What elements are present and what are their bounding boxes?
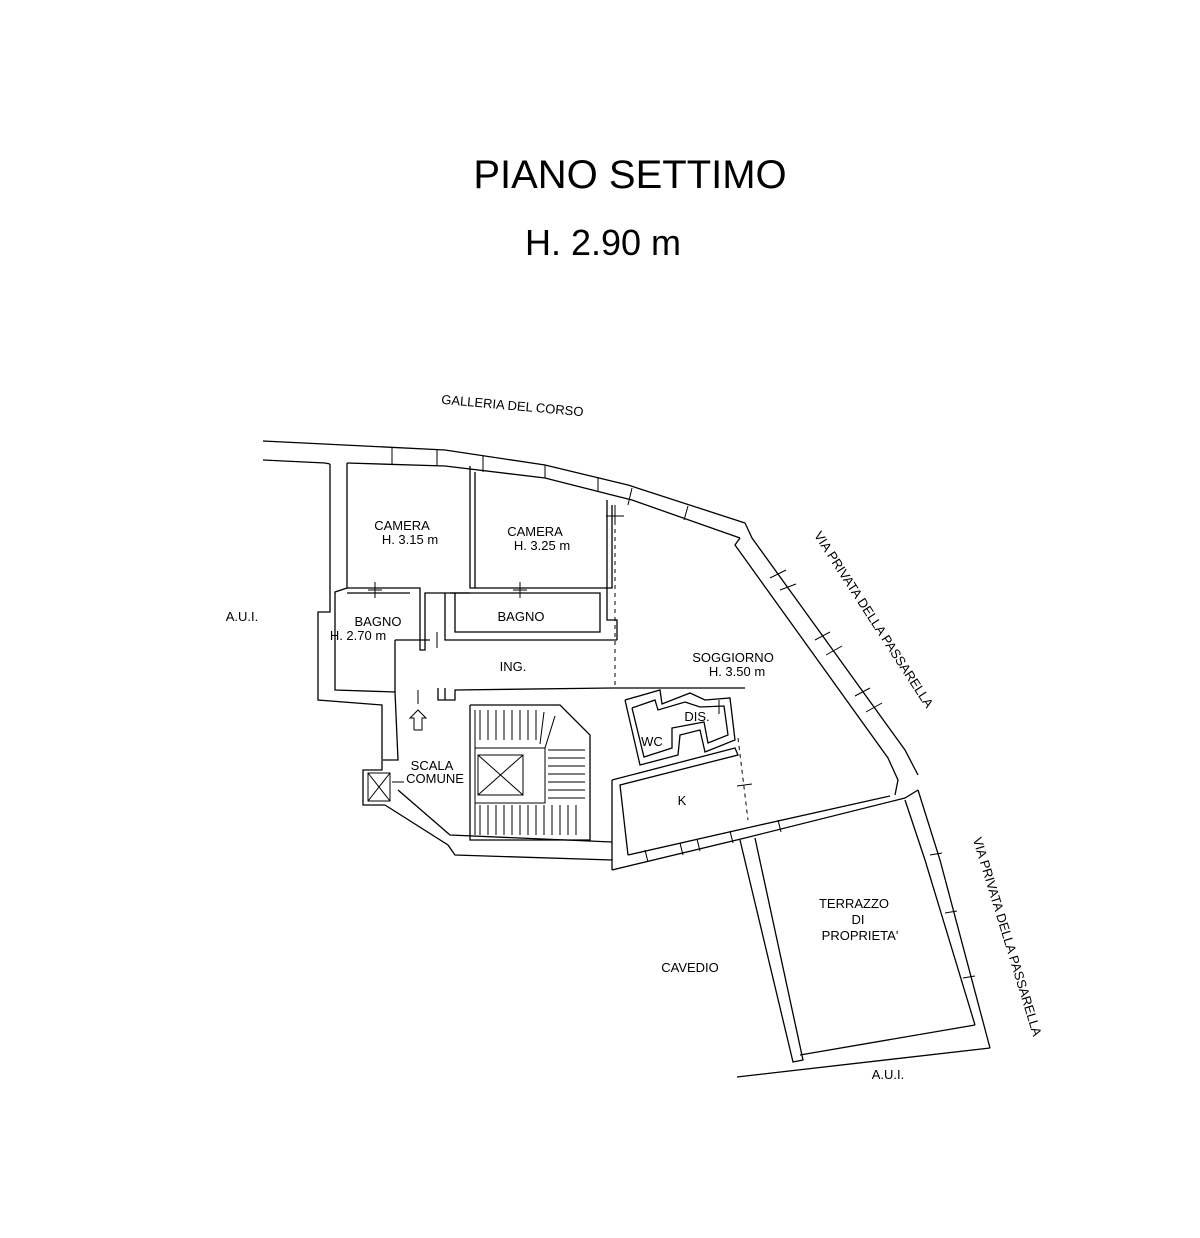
room-labels: CAMERA H. 3.15 m CAMERA H. 3.25 m BAGNO … (330, 518, 899, 943)
interior-walls (347, 466, 753, 860)
floor-height: H. 2.90 m (525, 222, 681, 263)
room-ingresso-name: ING. (500, 659, 527, 674)
neighbor-west-label: A.U.I. (226, 609, 259, 624)
room-terrazzo-line1: TERRAZZO (819, 896, 889, 911)
courtyard-label: CAVEDIO (661, 960, 719, 975)
room-cucina-name: K (678, 793, 687, 808)
room-bagno-1-height: H. 2.70 m (330, 628, 386, 643)
neighbor-south-label: A.U.I. (872, 1067, 905, 1082)
room-camera-1-height: H. 3.15 m (382, 532, 438, 547)
room-bagno-1-name: BAGNO (355, 614, 402, 629)
room-terrazzo-line2: DI (852, 912, 865, 927)
room-camera-2-name: CAMERA (507, 524, 563, 539)
room-soggiorno-name: SOGGIORNO (692, 650, 774, 665)
room-camera-2-height: H. 3.25 m (514, 538, 570, 553)
room-scala-line1: SCALA (411, 758, 454, 773)
room-soggiorno-height: H. 3.50 m (709, 664, 765, 679)
room-wc-name: WC (641, 734, 663, 749)
floor-title: PIANO SETTIMO (473, 153, 786, 197)
staircase (367, 690, 591, 841)
room-dis-name: DIS. (684, 709, 709, 724)
room-scala-line2: COMUNE (406, 771, 464, 786)
outer-walls (262, 440, 991, 1078)
room-bagno-2-name: BAGNO (498, 609, 545, 624)
room-camera-1-name: CAMERA (374, 518, 430, 533)
room-terrazzo-line3: PROPRIETA' (822, 928, 899, 943)
street-east-lower-label: VIA PRIVATA DELLA PASSARELLA (970, 835, 1045, 1038)
street-north-label: GALLERIA DEL CORSO (441, 392, 584, 419)
street-east-upper-label: VIA PRIVATA DELLA PASSARELLA (811, 529, 937, 711)
